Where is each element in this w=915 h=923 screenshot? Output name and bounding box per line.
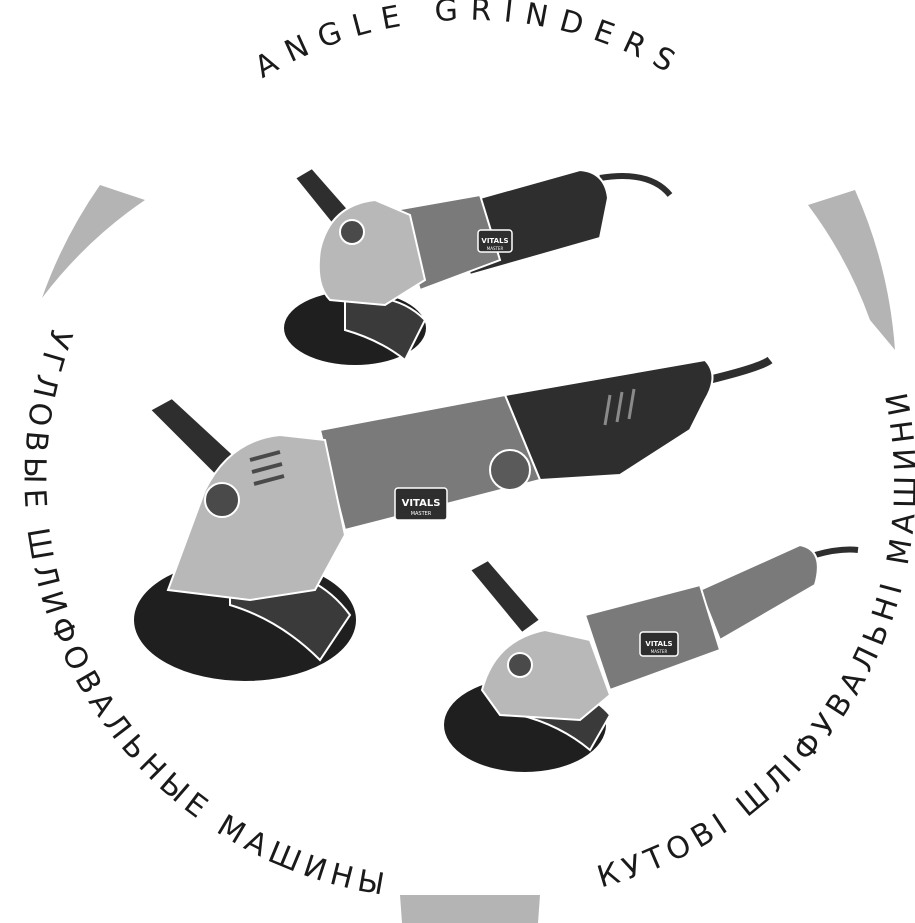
rear-vents xyxy=(603,388,636,426)
brand-sub: MASTER xyxy=(411,511,432,517)
grinder-medium: VITALS MASTER xyxy=(442,543,859,774)
arc-upper-left xyxy=(42,185,145,298)
spindle-lock-button xyxy=(339,219,365,245)
side-handle xyxy=(468,558,542,635)
brand-badge xyxy=(639,631,679,657)
ring-title-top: ANGLE GRINDERS xyxy=(249,0,691,85)
gear-head xyxy=(480,628,612,722)
brand-sub: MASTER xyxy=(487,246,504,251)
brand-name: VITALS xyxy=(481,237,508,245)
spindle-lock-button xyxy=(204,482,240,518)
power-cord xyxy=(814,546,859,558)
body-rear xyxy=(698,543,819,642)
grinder-large: VITALS MASTER xyxy=(132,356,773,683)
power-cord xyxy=(599,173,673,198)
brand-sub: MASTER xyxy=(651,649,668,654)
brand-name: VITALS xyxy=(645,640,672,648)
grinder-small: VITALS MASTER xyxy=(282,166,673,367)
head-vents xyxy=(249,450,285,486)
brand-name: VITALS xyxy=(402,498,441,509)
speed-dial xyxy=(489,449,531,491)
body-rear xyxy=(503,358,714,482)
brand-badge xyxy=(477,229,513,253)
brand-badge xyxy=(394,487,448,521)
arc-bottom xyxy=(400,895,540,923)
arc-upper-right xyxy=(808,190,895,350)
ring-arcs xyxy=(42,185,895,923)
gear-head xyxy=(166,433,347,602)
spindle-lock-button xyxy=(507,652,533,678)
